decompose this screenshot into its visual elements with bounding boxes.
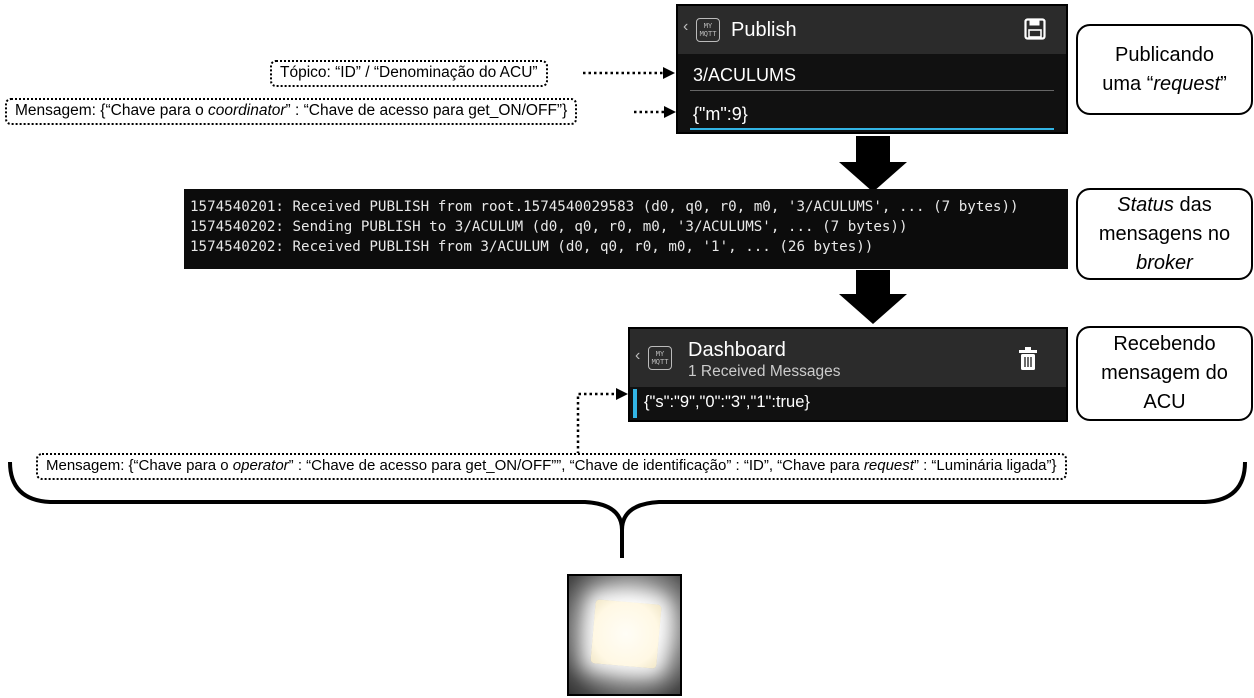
label-publishing-prefix: uma “ <box>1102 72 1154 95</box>
bottom-message-note: Mensagem: {“Chave para o operator” : “Ch… <box>36 453 1067 480</box>
label-receiving: Recebendo mensagem do ACU <box>1076 326 1253 421</box>
received-message[interactable]: {"s":"9","0":"3","1":true} <box>644 393 810 411</box>
dashboard-panel: ‹ MY MQTT Dashboard 1 Received Messages … <box>628 327 1068 422</box>
chevron-left-icon[interactable]: ‹ <box>635 347 641 364</box>
terminal-line: 1574540202: Received PUBLISH from 3/ACUL… <box>190 239 874 255</box>
message-note-suffix: ” : “Chave de acesso para get_ON/OFF”} <box>285 102 568 119</box>
bottom-note-connector <box>576 388 628 454</box>
publish-appbar: ‹ MY MQTT Publish <box>678 6 1066 54</box>
label-publishing-line2: uma “request” <box>1078 70 1251 99</box>
curly-brace <box>8 461 1247 558</box>
dashboard-title: Dashboard <box>688 339 786 361</box>
dashboard-subtitle: 1 Received Messages <box>688 363 841 380</box>
trash-icon[interactable] <box>1018 347 1038 376</box>
message-note: Mensagem: {“Chave para o coordinator” : … <box>5 98 578 125</box>
label-publishing: Publicando uma “request” <box>1076 24 1253 115</box>
message-note-arrow <box>634 106 676 118</box>
label-publishing-line1: Publicando <box>1115 43 1214 66</box>
topic-field[interactable]: 3/ACULUMS <box>693 65 797 85</box>
topic-underline <box>690 90 1054 91</box>
publish-panel: ‹ MY MQTT Publish 3/ACULUMS {"m":9} <box>676 4 1068 134</box>
terminal-line: 1574540201: Received PUBLISH from root.1… <box>190 199 1019 215</box>
message-note-italic: coordinator <box>208 102 286 119</box>
mqtt-logo-icon: MY MQTT <box>648 346 672 370</box>
dashboard-appbar: ‹ MY MQTT Dashboard 1 Received Messages <box>630 329 1066 387</box>
bottom-note-part: Mensagem: {“Chave para o <box>46 457 233 474</box>
label-publishing-suffix: ” <box>1220 72 1227 95</box>
topic-note-arrow <box>583 67 675 79</box>
publish-title: Publish <box>731 19 797 41</box>
label-receiving-line1: Recebendo <box>1113 333 1216 355</box>
save-icon[interactable] <box>1024 18 1046 45</box>
label-status-line3: broker <box>1078 249 1251 278</box>
flow-arrow-1-head <box>839 162 907 192</box>
chevron-left-icon[interactable]: ‹ <box>683 18 689 35</box>
bottom-note-part: ” : “Chave de acesso para get_ON/OFF””, … <box>288 457 864 474</box>
bottom-note-part: ” : “Luminária ligada”} <box>913 457 1057 474</box>
broker-terminal: 1574540201: Received PUBLISH from root.1… <box>184 189 1068 269</box>
message-accent-bar <box>633 389 637 418</box>
mqtt-logo-icon: MY MQTT <box>696 18 720 42</box>
luminaire-photo <box>567 574 682 696</box>
terminal-line: 1574540202: Sending PUBLISH to 3/ACULUM … <box>190 219 908 235</box>
flow-arrow-1-shaft <box>856 136 890 166</box>
luminaire-panel-icon <box>590 599 662 669</box>
flow-arrow-2-shaft <box>856 270 890 296</box>
message-field[interactable]: {"m":9} <box>693 104 748 124</box>
flow-arrow-2-head <box>839 294 907 324</box>
topic-note: Tópico: “ID” / “Denominação do ACU” <box>270 60 548 87</box>
label-status-suffix: das <box>1173 193 1212 216</box>
label-receiving-line2: mensagem do <box>1101 362 1228 384</box>
label-status: Status das mensagens no broker <box>1076 188 1253 280</box>
label-publishing-italic: request <box>1153 72 1221 95</box>
label-status-line1: Status das <box>1078 191 1251 220</box>
message-note-prefix: Mensagem: {“Chave para o <box>15 102 208 119</box>
bottom-note-italic: request <box>863 457 914 474</box>
label-status-italic3: broker <box>1136 251 1193 274</box>
label-status-line2: mensagens no <box>1098 222 1231 245</box>
bottom-note-italic: operator <box>232 457 289 474</box>
message-underline <box>690 128 1054 130</box>
label-status-italic: Status <box>1117 193 1174 216</box>
label-receiving-line3: ACU <box>1143 391 1186 413</box>
